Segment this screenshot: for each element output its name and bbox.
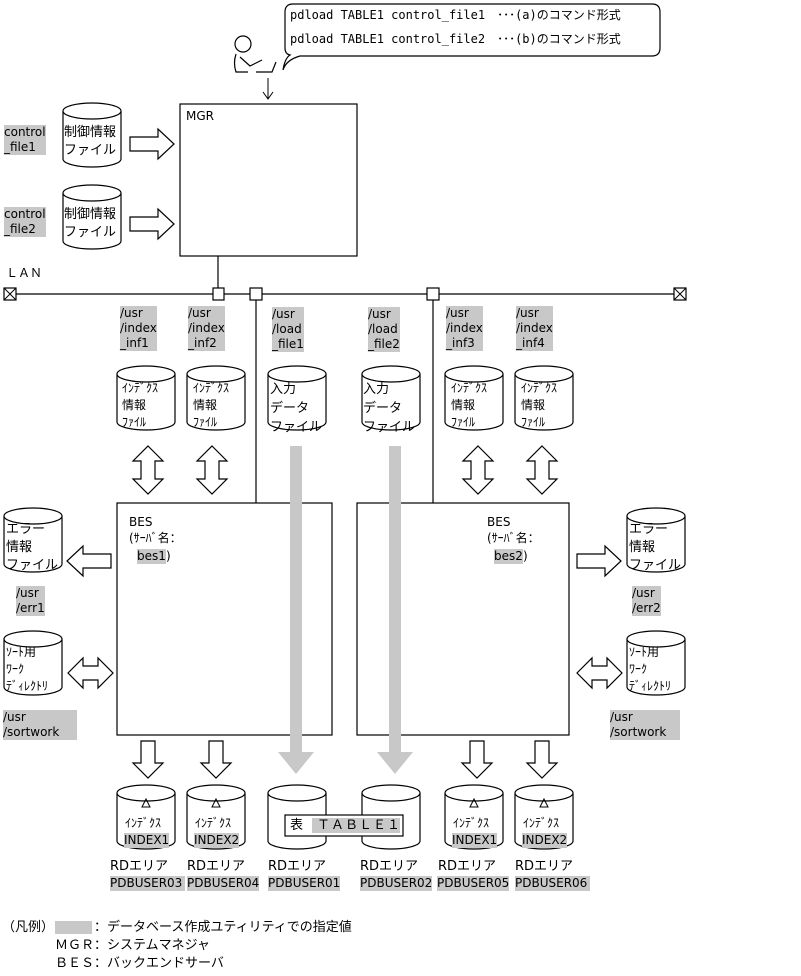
sort-dir-2-arrow <box>576 657 623 689</box>
rd-area-2-label: RDエリア <box>187 859 246 874</box>
rd-area-1-arrow <box>132 740 164 779</box>
sort-dir-1-label: ｿｰﾄ用 ﾜｰｸ ﾃﾞｨﾚｸﾄﾘ <box>6 645 49 693</box>
lan-label: ＬＡＮ <box>6 266 43 280</box>
legend-bes: ＢＥＳ：バックエンドサーバ <box>55 956 224 971</box>
rd-area-5-name: PDBUSER05 <box>437 876 510 891</box>
index-triangle-icon <box>211 797 221 808</box>
index-file-3-label: ｲﾝﾃﾞｸｽ 情報 ﾌｧｲﾙ <box>451 381 488 429</box>
lan-node-bes2 <box>426 287 440 301</box>
table-name: ＴＡＢＬＥ１ <box>317 818 402 833</box>
rd-area-6-arrow <box>526 740 558 779</box>
rd-area-6-label: RDエリア <box>515 859 574 874</box>
legend-spec: ：データベース作成ユティリティでの指定値 <box>94 920 352 935</box>
sort-dir-1-arrow <box>67 657 114 689</box>
rd-area-1-kind: ｲﾝﾃﾞｸｽ <box>125 816 162 830</box>
load-flow-arrow-1 <box>278 446 314 774</box>
rd-area-5-label: RDエリア <box>438 859 497 874</box>
error-file-2-path: /usr /err2 <box>632 586 661 616</box>
command-bubble <box>282 3 661 71</box>
table-prefix: 表 <box>290 818 304 833</box>
bes1-title: BES (ｻｰﾊﾞ名： <box>129 515 182 545</box>
bes1-close: ) <box>166 549 171 563</box>
index-triangle-icon <box>469 797 479 808</box>
rd-area-4-name: PDBUSER02 <box>360 876 433 891</box>
index-file-2-path: /usr /index _inf2 <box>188 306 225 351</box>
rd-area-2-name: PDBUSER04 <box>187 876 260 891</box>
sort-dir-2-label: ｿｰﾄ用 ﾜｰｸ ﾃﾞｨﾚｸﾄﾘ <box>629 645 672 693</box>
mgr-box <box>179 103 358 257</box>
lan-node-bes1 <box>249 287 263 301</box>
load-flow-arrow-2 <box>377 446 413 774</box>
rd-area-5-arrow <box>461 740 493 779</box>
control-file-1-label: 制御情報 ファイル <box>64 125 117 158</box>
rd-area-1-name: PDBUSER03 <box>110 876 186 891</box>
input-file-1-path: /usr /load _file1 <box>272 307 304 352</box>
control-file-1-path: control _file1 <box>4 125 46 155</box>
rd-area-1-label: RDエリア <box>110 859 169 874</box>
index-file-2-label: ｲﾝﾃﾞｸｽ 情報 ﾌｧｲﾙ <box>193 381 230 429</box>
rd-area-5-kind: ｲﾝﾃﾞｸｽ <box>453 816 490 830</box>
rd-area-6-name: PDBUSER06 <box>515 876 591 891</box>
index-file-4-path: /usr /index _inf4 <box>516 306 553 351</box>
index-file-1-path: /usr /index _inf1 <box>120 306 157 351</box>
bes2-close: ) <box>523 549 528 563</box>
input-file-2-path: /usr /load _file2 <box>368 307 400 352</box>
rd-area-2-kind: ｲﾝﾃﾞｸｽ <box>195 816 232 830</box>
legend-mgr: ＭＧＲ：システムマネジャ <box>55 938 210 953</box>
error-file-2-arrow <box>576 545 622 577</box>
rd-area-3-name: PDBUSER01 <box>268 876 341 891</box>
index-file-4-label: ｲﾝﾃﾞｸｽ 情報 ﾌｧｲﾙ <box>521 381 558 429</box>
index-file-3-path: /usr /index _inf3 <box>446 306 483 351</box>
control-file-1-arrow <box>129 128 175 160</box>
input-file-1-label: 入力 データ ファイル <box>270 382 323 435</box>
index-file-2-arrow <box>196 445 228 495</box>
lan-terminator-left <box>3 287 17 301</box>
command-line-a: pdload TABLE1 control_file1 ･･･(a)のコマンド形… <box>290 8 621 22</box>
command-line-b: pdload TABLE1 control_file2 ･･･(b)のコマンド形… <box>290 32 621 46</box>
control-file-2-arrow <box>129 208 175 240</box>
error-file-1-arrow <box>66 545 112 577</box>
input-file-2-label: 入力 データ ファイル <box>363 382 416 435</box>
rd-area-6-index: INDEX2 <box>522 833 568 848</box>
bes2-title: BES (ｻｰﾊﾞ名： <box>487 515 540 545</box>
rd-area-1-index: INDEX1 <box>124 833 170 848</box>
index-file-1-label: ｲﾝﾃﾞｸｽ 情報 ﾌｧｲﾙ <box>122 381 159 429</box>
rd-area-4-label: RDエリア <box>360 859 419 874</box>
error-file-1-label: エラー 情報 ファイル <box>6 522 59 573</box>
sort-dir-2-path: /usr /sortwork <box>610 710 681 740</box>
sort-dir-1-path: /usr /sortwork <box>3 710 78 740</box>
error-file-1-path: /usr /err1 <box>16 586 45 616</box>
rd-area-6-kind: ｲﾝﾃﾞｸｽ <box>523 816 560 830</box>
legend-swatch <box>55 921 92 934</box>
lan-node-mgr <box>212 287 225 301</box>
user-icon <box>233 35 277 73</box>
lan-terminator-right <box>673 287 687 301</box>
bes2-server-name: bes2 <box>494 549 523 564</box>
index-triangle-icon <box>141 797 151 808</box>
control-file-2-path: control _file2 <box>4 207 46 237</box>
index-file-3-arrow <box>462 445 494 495</box>
index-file-1-arrow <box>132 445 164 495</box>
rd-area-2-arrow <box>200 740 232 779</box>
command-arrow <box>262 91 274 100</box>
control-file-2-label: 制御情報 ファイル <box>64 207 117 240</box>
mgr-label: MGR <box>186 109 214 123</box>
legend-open: （凡例） <box>2 920 55 935</box>
index-file-4-arrow <box>526 445 558 495</box>
error-file-2-label: エラー 情報 ファイル <box>629 522 682 573</box>
rd-area-3-label: RDエリア <box>268 859 327 874</box>
rd-area-5-index: INDEX1 <box>452 833 498 848</box>
index-triangle-icon <box>539 797 549 808</box>
rd-area-2-index: INDEX2 <box>194 833 240 848</box>
bes1-server-name: bes1 <box>137 549 166 564</box>
